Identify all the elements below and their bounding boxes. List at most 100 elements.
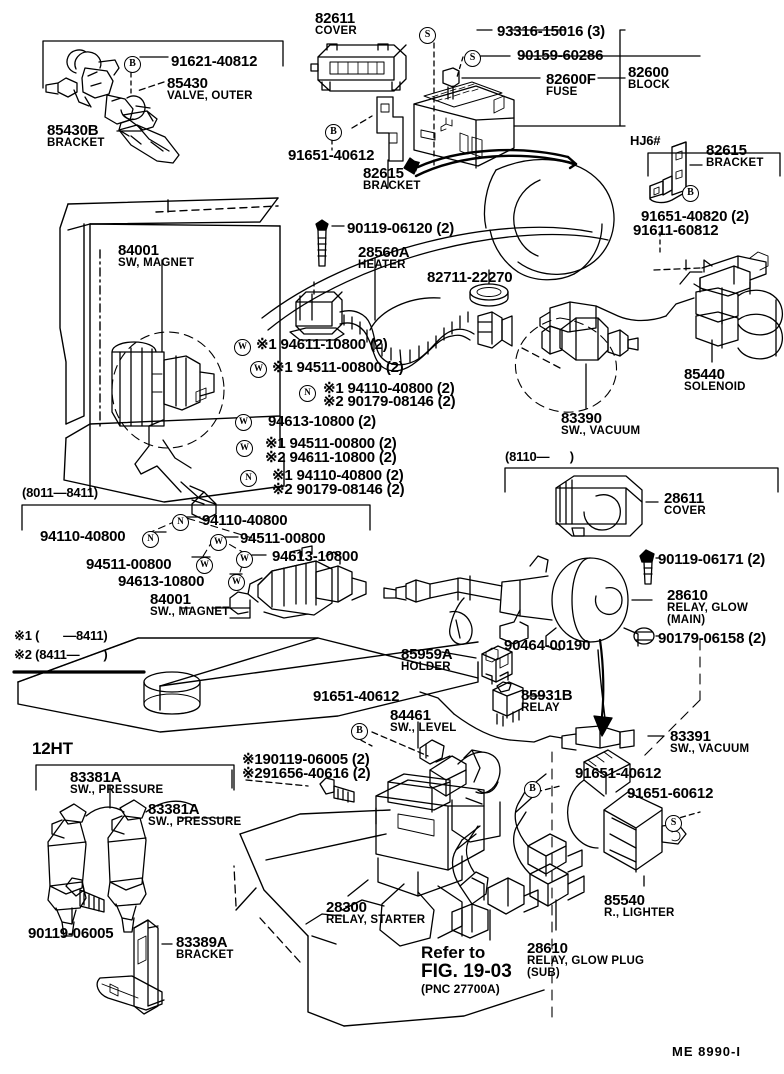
part-fuel-tank-cap — [143, 671, 201, 715]
note-asterisk-2: ※2 (8411— ) — [14, 647, 108, 662]
callout-c-90179-08146-2: ※2 90179-08146 (2) — [272, 482, 405, 498]
part-number: 85931B — [521, 687, 573, 704]
part-name: BLOCK — [628, 79, 670, 92]
code-badge-b-icon: B — [325, 124, 342, 141]
part-number: ※1 94110-40800 (2) — [323, 380, 455, 397]
part-number: 28610 — [667, 587, 708, 604]
part-number: 94110-40800 — [40, 528, 126, 545]
part-name: COVER — [664, 505, 706, 518]
part-number: 83389A — [176, 934, 228, 951]
part-refer-connector — [451, 825, 539, 915]
callout-c-94511-00800-r: 94511-00800 — [86, 557, 172, 573]
code-badge-w-icon: W — [250, 361, 267, 378]
part-number: 94613-10800 (2) — [268, 413, 376, 430]
code-badge-n-icon: N — [240, 470, 257, 487]
callout-c-94511-00800-1: ※1 94511-00800 (2) — [272, 360, 404, 376]
group-header-8011: (8011—8411) — [22, 485, 98, 500]
callout-c-90119-06120: 90119-06120 (2) — [347, 220, 455, 237]
code-badge-w-icon: W — [235, 414, 252, 431]
part-85931B-relay — [492, 681, 524, 727]
part-90119-06120-bolt — [315, 219, 329, 231]
vehicle-booster-outline — [483, 158, 615, 281]
part-name: BRACKET — [47, 137, 105, 150]
refer-line-2: FIG. 19-03 — [421, 961, 512, 983]
part-name: VALVE, OUTER — [167, 90, 253, 103]
part-82600-fuse-block — [413, 67, 515, 169]
part-name: BRACKET — [363, 180, 421, 193]
part-number: 28300 — [326, 899, 367, 916]
callout-c-94110-40800-r: 94110-40800 — [40, 528, 126, 545]
part-name: SW., PRESSURE — [148, 816, 242, 829]
group-header-hj6: HJ6# — [630, 133, 661, 148]
part-82711-22270-grommet — [469, 283, 509, 307]
refer-line-3: (PNC 27700A) — [421, 981, 500, 996]
part-name: FUSE — [546, 86, 578, 99]
sheet-footer-code: ME 8990-I — [672, 1044, 741, 1059]
part-name: SW., PRESSURE — [70, 784, 164, 797]
code-badge-w-icon: W — [210, 534, 227, 551]
callout-c-94613-10800: 94613-10800 (2) — [268, 413, 376, 430]
part-name: BRACKET — [176, 949, 234, 962]
callout-c-91651-40612c: 91651-40612 — [575, 765, 662, 782]
part-number: 83381A — [148, 801, 200, 818]
flow-arrow-top — [403, 148, 578, 178]
part-name: R., LIGHTER — [604, 907, 675, 920]
code-badge-b-icon: B — [351, 723, 368, 740]
leader-84001-lower — [229, 599, 251, 619]
callout-c-94110-40800-2: ※1 94110-40800 (2) — [272, 468, 404, 484]
part-name: RELAY, GLOW (MAIN) — [667, 602, 749, 627]
callout-c-91651-60612: 91651-60612 — [627, 786, 713, 802]
part-number: 85959A — [401, 646, 453, 663]
callout-c-90464-00190: 90464-00190 — [504, 637, 591, 654]
part-name: COVER — [315, 25, 357, 38]
callout-c-90119-06005: 90119-06005 — [28, 926, 114, 942]
part-number: 83381A — [70, 769, 122, 786]
part-number: 93316-15016 (3) — [497, 23, 605, 40]
dash-90159 — [456, 56, 464, 78]
part-number: 91651-40612 — [575, 765, 662, 782]
callout-c-94611-10800-2: ※2 94611-10800 (2) — [265, 450, 397, 466]
code-badge-w-icon: W — [228, 574, 245, 591]
part-number: 83391 — [670, 728, 711, 745]
code-badge-n-icon: N — [142, 531, 159, 548]
note-asterisk-1: ※1 ( —8411) — [14, 628, 108, 643]
part-number: 28560A — [358, 244, 410, 261]
part-number: ※1 94511-00800 (2) — [265, 435, 397, 452]
part-number: 82600 — [628, 64, 669, 81]
callout-c-94110-40800-l: 94110-40800 — [202, 513, 288, 529]
part-number: 82615 — [706, 142, 747, 159]
part-number: 91651-40820 (2) — [641, 208, 749, 225]
part-number: 90464-00190 — [504, 637, 591, 654]
leader-28300-2 — [347, 879, 369, 897]
part-number: 94511-00800 — [240, 530, 326, 547]
part-number: ※1 94611-10800 (2) — [256, 336, 388, 353]
part-number: 85430 — [167, 75, 208, 92]
part-number: 84001 — [150, 591, 191, 608]
code-badge-s-icon: S — [419, 27, 436, 44]
code-badge-b-icon: B — [524, 781, 541, 798]
part-28611-cover — [555, 475, 643, 537]
part-85430B-bracket — [118, 110, 180, 164]
code-badge-b-icon: B — [682, 185, 699, 202]
code-badge-n-icon: N — [299, 385, 316, 402]
part-82615-bracket-hj6 — [649, 141, 687, 204]
group-header-8110: (8110— ) — [505, 449, 574, 464]
part-28610-relay-glow-main — [383, 555, 639, 651]
part-83381A-pressure-switch-1 — [47, 803, 125, 937]
part-number: 90119-06120 (2) — [347, 220, 455, 237]
part-name: BRACKET — [706, 157, 764, 170]
part-number: 94613-10800 — [272, 548, 359, 565]
callout-c-94611-10800-1: ※1 94611-10800 (2) — [256, 336, 388, 353]
